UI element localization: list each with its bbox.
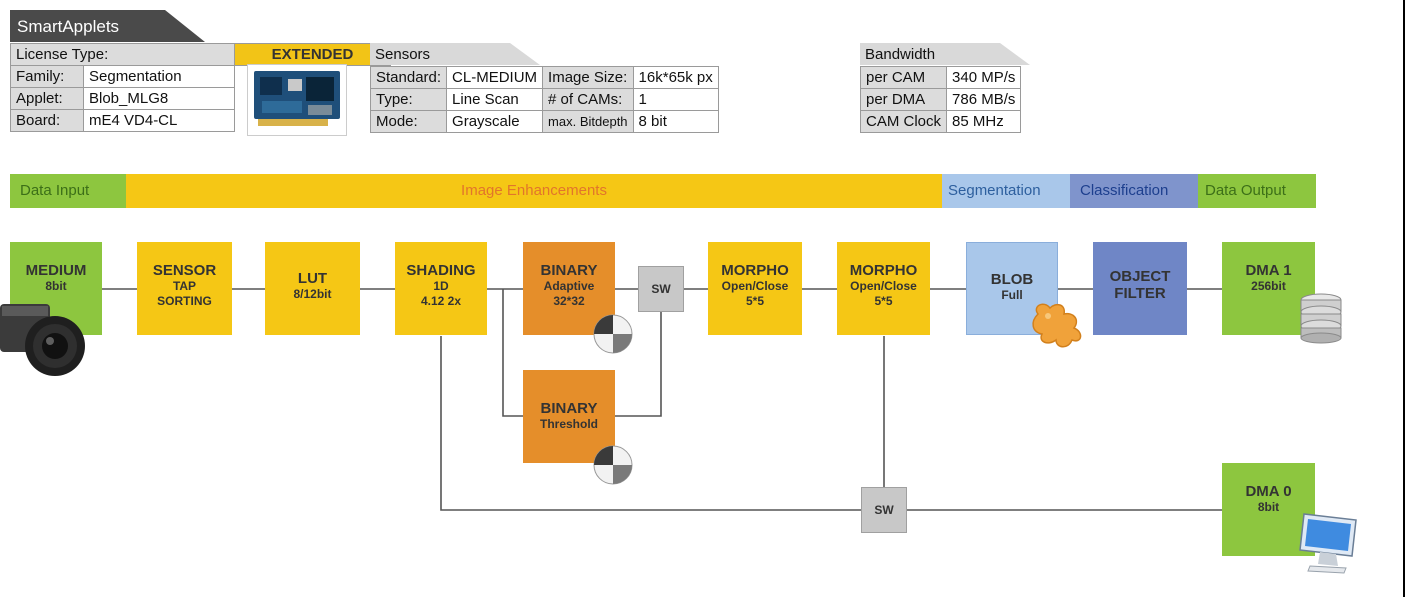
node-shading-sub: 1D [433, 279, 449, 293]
mode-value: Grayscale [446, 110, 544, 133]
switch-1[interactable]: SW [638, 266, 684, 312]
database-icon [1296, 292, 1346, 349]
node-morpho-2-sub2: 5*5 [874, 294, 893, 308]
node-binary-adaptive[interactable]: BINARY Adaptive 32*32 [523, 242, 615, 335]
family-label: Family: [10, 65, 84, 88]
node-lut-sub: 8/12bit [293, 287, 332, 301]
node-medium-title: MEDIUM [25, 262, 87, 279]
node-blob-sub: Full [1001, 288, 1023, 302]
type-label: Type: [369, 88, 448, 111]
category-segmentation: Segmentation [942, 174, 1070, 208]
per-cam-label: per CAM [859, 66, 948, 89]
board-value: mE4 VD4-CL [83, 109, 235, 132]
category-data-input: Data Input [10, 174, 126, 208]
sensors-table: Standard: CL-MEDIUM Image Size: 16k*65k … [369, 66, 719, 133]
sensors-tab-shape [370, 43, 540, 65]
node-medium-sub: 8bit [45, 279, 67, 293]
applet-label: Applet: [10, 87, 84, 110]
bandwidth-title: Bandwidth [865, 46, 936, 63]
sensors-title: Sensors [375, 46, 431, 63]
node-dma-1-title: DMA 1 [1245, 262, 1292, 279]
bandwidth-tab-shape [860, 43, 1030, 65]
bitdepth-label: max. Bitdepth [542, 110, 634, 133]
camera-icon [0, 292, 90, 387]
node-binary-adaptive-sub: Adaptive [543, 279, 595, 293]
node-morpho-2[interactable]: MORPHO Open/Close 5*5 [837, 242, 930, 335]
node-morpho-2-sub: Open/Close [850, 279, 917, 293]
node-binary-threshold-title: BINARY [540, 400, 598, 417]
node-dma-1[interactable]: DMA 1 256bit [1222, 242, 1315, 335]
standard-value: CL-MEDIUM [446, 66, 544, 89]
node-binary-threshold-sub: Threshold [539, 417, 598, 431]
family-value: Segmentation [83, 65, 235, 88]
node-binary-adaptive-title: BINARY [540, 262, 598, 279]
node-sensor-sub: TAP [172, 279, 197, 293]
image-size-value: 16k*65k px [632, 66, 719, 89]
node-object-filter[interactable]: OBJECT FILTER [1093, 242, 1187, 335]
type-value: Line Scan [446, 88, 544, 111]
smartapplets-tab-shape [10, 10, 205, 42]
node-dma-0-sub: 8bit [1257, 500, 1280, 514]
mode-label: Mode: [369, 110, 448, 133]
node-morpho-2-title: MORPHO [849, 262, 918, 279]
node-dma-0-title: DMA 0 [1245, 483, 1292, 500]
node-morpho-1-sub: Open/Close [721, 279, 789, 293]
node-morpho-1-sub2: 5*5 [745, 294, 765, 308]
node-shading[interactable]: SHADING 1D 4.12 2x [395, 242, 487, 335]
threshold-disc-icon [592, 313, 634, 360]
node-dma-0[interactable]: DMA 0 8bit [1222, 463, 1315, 556]
node-shading-title: SHADING [406, 262, 476, 279]
node-sensor[interactable]: SENSOR TAP SORTING [137, 242, 232, 335]
bitdepth-value: 8 bit [632, 110, 719, 133]
threshold-disc-icon [592, 444, 634, 491]
smartapplets-tab: SmartApplets [10, 10, 205, 42]
node-morpho-1-title: MORPHO [721, 262, 789, 279]
cam-clock-value: 85 MHz [946, 110, 1022, 133]
node-lut[interactable]: LUT 8/12bit [265, 242, 360, 335]
frame-grabber-board-icon [247, 64, 347, 136]
node-sensor-title: SENSOR [152, 262, 217, 279]
board-label: Board: [10, 109, 84, 132]
bandwidth-table: per CAM 340 MP/s per DMA 786 MB/s CAM Cl… [859, 66, 1022, 133]
switch-2[interactable]: SW [861, 487, 907, 533]
per-cam-value: 340 MP/s [946, 66, 1022, 89]
category-classification: Classification [1070, 174, 1198, 208]
node-object-filter-title: OBJECT [1109, 268, 1171, 285]
license-type-label: License Type: [10, 43, 235, 66]
node-morpho-1[interactable]: MORPHO Open/Close 5*5 [708, 242, 802, 335]
node-dma-1-sub: 256bit [1251, 279, 1286, 293]
smartapplets-title: SmartApplets [17, 17, 120, 36]
per-dma-value: 786 MB/s [946, 88, 1022, 111]
per-dma-label: per DMA [859, 88, 948, 111]
category-image-enhancements: Image Enhancements [126, 174, 942, 208]
num-cams-label: # of CAMs: [542, 88, 634, 111]
node-blob-title: BLOB [990, 271, 1034, 288]
node-binary-threshold[interactable]: BINARY Threshold [523, 370, 615, 463]
node-object-filter-sub: FILTER [1114, 285, 1166, 302]
right-border [1403, 0, 1405, 597]
node-sensor-sub2: SORTING [157, 294, 212, 308]
blob-icon [1028, 300, 1090, 357]
node-binary-adaptive-sub2: 32*32 [553, 294, 585, 308]
node-shading-sub2: 4.12 2x [420, 294, 462, 308]
category-data-output: Data Output [1198, 174, 1316, 208]
node-lut-title: LUT [297, 270, 328, 287]
standard-label: Standard: [369, 66, 448, 89]
monitor-icon [1296, 510, 1362, 581]
